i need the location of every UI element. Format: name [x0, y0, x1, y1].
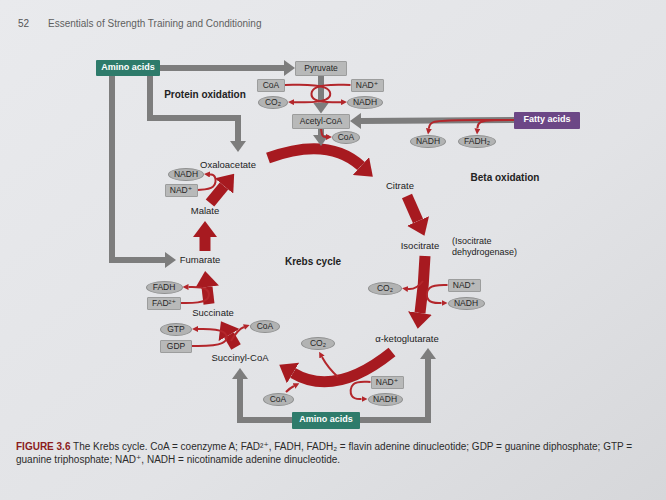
node-text: CO₂ — [310, 339, 326, 348]
node-text: NADH — [454, 299, 478, 308]
cycle-arrows — [205, 149, 425, 382]
figure-caption: FIGURE 3.6 The Krebs cycle. CoA = coenzy… — [16, 440, 650, 466]
cofactor-pill: CO₂ — [258, 96, 288, 109]
caption-text: The Krebs cycle. CoA = coenzyme A; FAD²⁺… — [16, 441, 632, 465]
feed-arrow — [112, 76, 165, 260]
cofactor-arrow — [192, 329, 227, 346]
node-text: NAD⁺ — [453, 281, 475, 290]
cofactor-pill: CO₂ — [368, 282, 402, 295]
figure-number: FIGURE 3.6 — [16, 441, 70, 452]
section-label: Protein oxidation — [164, 89, 246, 101]
cofactor-arrow — [351, 382, 371, 399]
node-text: FAD²⁺ — [152, 299, 176, 308]
cycle-arrow — [210, 186, 224, 203]
cofactor-arrow — [429, 120, 514, 129]
release-arrow — [231, 327, 244, 341]
uptake-arrow — [286, 386, 294, 392]
metabolite-label: Isocitrate — [401, 240, 440, 251]
feed-arrow — [360, 359, 428, 420]
cofactor-pill: FADH₂ — [458, 135, 496, 148]
release-arrow — [408, 281, 423, 289]
cofactor-pill: CoA — [332, 131, 360, 144]
cofactor-pill: GTP — [160, 323, 192, 336]
cycle-arrow — [268, 149, 361, 166]
amino-acid-box: Amino acids — [96, 60, 160, 76]
feed-arrows — [112, 76, 428, 420]
cofactor-arrow — [285, 85, 330, 103]
node-text: NAD⁺ — [356, 81, 378, 90]
node-text: FADH₂ — [464, 137, 490, 146]
section-label: Beta oxidation — [471, 172, 540, 184]
running-header: Essentials of Strength Training and Cond… — [48, 18, 261, 30]
node-text: CoA — [270, 395, 287, 404]
node-text: NAD⁺ — [170, 186, 192, 195]
node-text: NADH — [353, 98, 377, 107]
cofactor-arrow — [311, 85, 350, 103]
node-text: CoA — [263, 81, 280, 90]
metabolite-label: Citrate — [386, 180, 414, 191]
cofactor-pill: CoA — [250, 320, 280, 333]
section-label: Krebs cycle — [285, 256, 341, 268]
node-text: CoA — [338, 133, 355, 142]
cofactor-pill: CoA — [263, 393, 294, 406]
cycle-arrow — [407, 196, 418, 221]
metabolite-label: Oxaloacetate — [200, 159, 256, 170]
node-text: Amino acids — [299, 415, 353, 424]
cofactor-arrow — [427, 285, 448, 303]
metabolite-box: Acetyl-CoA — [292, 114, 350, 129]
feed-arrow — [150, 76, 238, 141]
node-text: Fatty acids — [523, 115, 570, 124]
cofactor-arrow — [477, 120, 514, 129]
node-text: NADH — [174, 170, 198, 179]
node-text: CO₂ — [265, 98, 281, 107]
node-text: NADH — [373, 395, 397, 404]
node-text: Acetyl-CoA — [300, 117, 343, 126]
cofactor-pill: FADH — [146, 281, 183, 294]
cofactor-box: NAD⁺ — [351, 79, 384, 92]
cofactor-pill: NADH — [168, 168, 204, 181]
cofactor-pill: CO₂ — [301, 337, 335, 350]
metabolite-label: Fumarate — [180, 254, 221, 265]
release-arrow — [322, 357, 338, 377]
cofactor-box: NAD⁺ — [165, 184, 198, 197]
node-text: CO₂ — [377, 284, 393, 293]
node-text: Amino acids — [101, 63, 155, 72]
cofactor-pill: NADH — [410, 135, 446, 148]
amino-acid-box: Amino acids — [292, 412, 360, 429]
node-text: GDP — [167, 342, 185, 351]
node-text: Pyruvate — [304, 64, 338, 73]
feed-arrow — [318, 76, 324, 103]
node-text: NADH — [416, 137, 440, 146]
cofactor-box: NAD⁺ — [448, 279, 481, 292]
page-number: 52 — [18, 18, 29, 30]
metabolite-label: Succinyl-CoA — [211, 352, 268, 363]
cycle-arrow — [200, 237, 211, 251]
cofactor-pill: NADH — [368, 393, 403, 406]
node-text: CoA — [257, 322, 274, 331]
cofactor-box: FAD²⁺ — [147, 297, 181, 310]
metabolite-box: Pyruvate — [295, 61, 347, 76]
metabolite-label: Malate — [191, 205, 220, 216]
node-text: FADH — [153, 283, 176, 292]
feed-arrow — [160, 65, 284, 71]
cofactor-box: CoA — [257, 79, 285, 92]
cofactor-pill: NADH — [347, 96, 383, 109]
fatty-acid-box: Fatty acids — [514, 112, 580, 129]
metabolite-label: Succinate — [192, 307, 234, 318]
cofactor-arrow — [181, 287, 209, 303]
cofactor-box: GDP — [160, 340, 192, 353]
cofactor-pill: NADH — [448, 297, 485, 310]
metabolite-label: α-ketoglutarate — [375, 333, 439, 344]
enzyme-label: (Isocitrate dehydrogenase) — [452, 236, 536, 258]
node-text: GTP — [167, 325, 184, 334]
cofactor-arrow — [321, 129, 326, 138]
node-text: NAD⁺ — [376, 378, 398, 387]
cofactor-box: NAD⁺ — [371, 376, 404, 389]
